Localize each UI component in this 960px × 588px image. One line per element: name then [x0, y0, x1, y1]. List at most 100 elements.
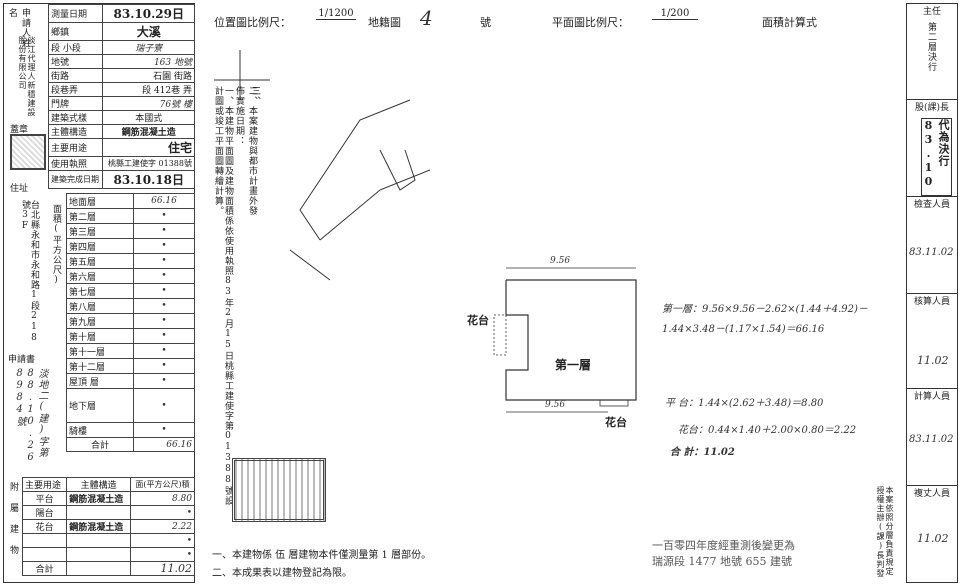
approval-box-0: 主任 第二層決行 [907, 4, 957, 100]
use-label: 主要用途 [47, 138, 104, 157]
official-stamp [232, 458, 326, 522]
lane: 段 412巷 弄 [102, 82, 195, 97]
survey-date-label: 測量日期 [47, 4, 104, 23]
floor-area: • [133, 253, 195, 269]
remeasure-line-2: 瑞源段 1477 地號 655 建號 [652, 555, 792, 568]
bottom-note-2: 二、本成果表以建物登記為限。 [212, 568, 352, 579]
approval-box-4: 計算人員 83.11.02 [907, 389, 957, 486]
annex-area: • [130, 533, 195, 548]
annex-row: • [21, 533, 195, 548]
position-map [214, 50, 430, 281]
section: 瑞子寮 [102, 40, 195, 55]
annex-structure: 鋼筋混凝土造 [66, 491, 131, 506]
style-label: 建築式樣 [47, 110, 104, 125]
township: 大溪 [102, 22, 195, 41]
note-2: 二、本案建物與都市計畫外發佈實施日期： [234, 86, 257, 216]
door-label: 門牌 [47, 96, 104, 111]
floor-row: 第八層• [66, 298, 195, 314]
floor-total: 66.16 [133, 437, 195, 452]
floor-row: 第六層• [66, 268, 195, 284]
floor-area: • [133, 328, 195, 344]
approval-label-5: 複丈人員 [913, 489, 950, 499]
app-no-label: 申請書 [8, 355, 36, 365]
floor-name: 第五層 [66, 253, 134, 269]
floor-name: 第三層 [66, 223, 134, 239]
floor-row: 第九層• [66, 313, 195, 329]
approval-value-2: 83.11.02 [909, 247, 954, 258]
annex-header-area: 面(平方公尺)積 [130, 477, 195, 492]
floor-area: • [133, 343, 195, 359]
annex-structure [66, 505, 131, 520]
lot-label: 地號 [47, 54, 104, 69]
floor-name: 第十一層 [66, 343, 134, 359]
approval-value-5: 11.02 [917, 532, 949, 545]
road-label: 街路 [47, 68, 104, 83]
annex-area: 8.80 [130, 491, 195, 506]
remeasure-line-1: 一百零四年度經重測後變更為 [652, 539, 795, 552]
cadastral-label: 地籍圖 [368, 16, 401, 29]
floor-name: 第十層 [66, 328, 134, 344]
floor-name: 騎樓 [66, 422, 134, 438]
permit: 桃縣工建使字 01388號 [102, 156, 195, 171]
floor-area: • [133, 283, 195, 299]
approval-value-1: 代為決行 83.10 [921, 118, 952, 196]
floor-row: 第十二層• [66, 358, 195, 374]
position-scale-label: 位置圖比例尺： [214, 16, 291, 29]
position-scale: 1/1200 [316, 8, 356, 20]
style: 本國式 [102, 110, 195, 125]
floor-row: 地下層• [66, 388, 195, 423]
floor-row: 第五層• [66, 253, 195, 269]
floor-row: 第十層• [66, 328, 195, 344]
floor-name: 地下層 [66, 388, 134, 423]
annex-use [21, 533, 68, 548]
applicant-name: 淡江代理人新穩建設股份有限公司 [18, 36, 36, 117]
floor-name: 第八層 [66, 298, 134, 314]
floor-area: • [133, 298, 195, 314]
annex-row: 陽台• [21, 505, 195, 520]
floor-name: 第九層 [66, 313, 134, 329]
floor-area: • [133, 268, 195, 284]
approval-box-5: 複丈人員 11.02 [907, 486, 957, 582]
township-label: 鄉鎮 [47, 22, 104, 41]
floor-name: 地面層 [66, 193, 134, 209]
survey-date: 83.10.29日 [102, 4, 195, 23]
approval-label-1: 股(課)長 [914, 103, 950, 113]
annex-use: 陽台 [21, 505, 68, 520]
floor-name: 屋頂 層 [66, 373, 134, 389]
flower-bottom: 花台 [605, 416, 627, 429]
address-label: 住址 [10, 184, 29, 194]
approval-box-3: 核算人員 11.02 [907, 294, 957, 389]
annex-use [21, 547, 68, 562]
approval-box-2: 檢查人員 83.11.02 [907, 197, 957, 294]
floor-name: 第十二層 [66, 358, 134, 374]
delegation-note: 本案依照分層負責規定授權主辦(課)長判發 [876, 486, 894, 578]
use: 住宅 [102, 138, 195, 157]
dim-top: 9.56 [550, 256, 571, 266]
cadastral-suffix: 號 [480, 16, 491, 29]
applicant-label: 申請人姓名 [7, 8, 30, 48]
annex-use: 花台 [21, 519, 68, 534]
calc-flower: 花台：0.44×1.40＋2.00×0.80＝2.22 [678, 425, 857, 436]
floor-area: • [133, 388, 195, 423]
plan-scale: 1/200 [652, 8, 698, 20]
floor-area: • [133, 313, 195, 329]
annex-structure: 鋼筋混凝土造 [66, 519, 131, 534]
floor-total-label: 合計 [66, 437, 134, 452]
floor-row: 第二層• [66, 208, 195, 224]
approval-label-0: 主任 [922, 7, 941, 17]
floor-name: 第四層 [66, 238, 134, 254]
floor-name: 第二層 [66, 208, 134, 224]
permit-label: 使用執照 [47, 156, 104, 171]
dim-bottom: 9.56 [545, 400, 566, 410]
floor-row: 第三層• [66, 223, 195, 239]
approval-value-3: 11.02 [917, 354, 949, 367]
approval-value-0: 第二層決行 [926, 22, 936, 72]
floor-area: • [133, 223, 195, 239]
complete-label: 建築完成日期 [47, 170, 104, 189]
